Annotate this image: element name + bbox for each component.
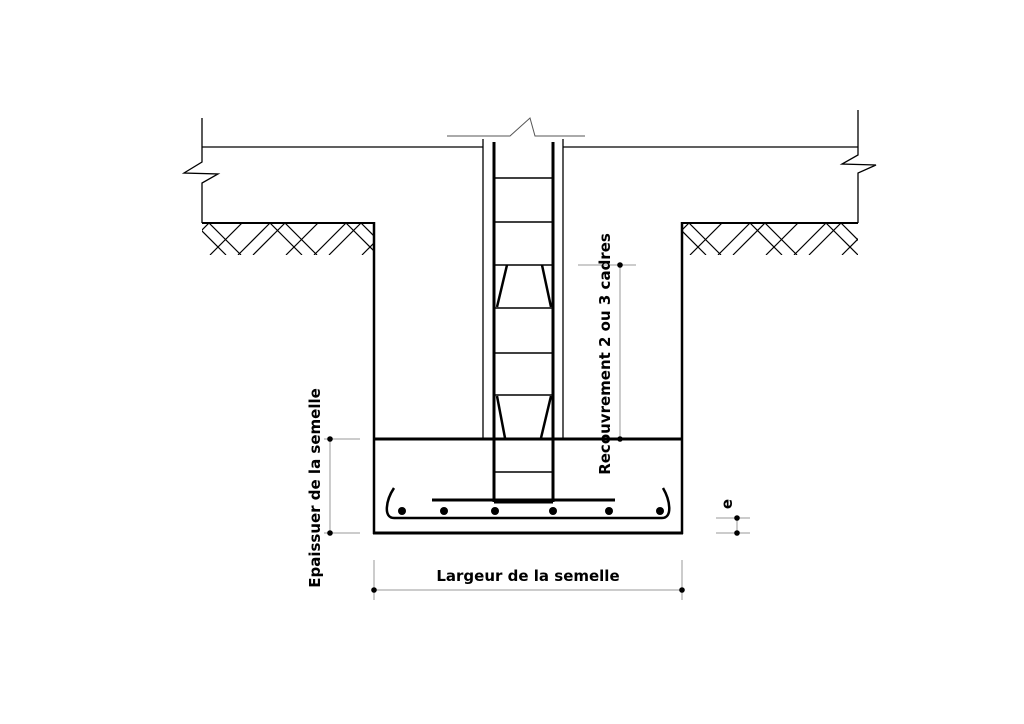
hatch-line [202,223,210,231]
thickness-label: Epaissuer de la semelle [306,388,324,588]
hatch-line [902,223,934,255]
hatch-line [422,223,454,255]
hatch-line [269,223,303,255]
hatch-line [437,223,469,255]
rebar-section [656,507,664,515]
hatch-line [825,223,858,255]
hatch-line [732,223,766,255]
hatch-line [209,223,243,255]
hatch-line [328,223,362,255]
hatch-line [237,223,271,255]
hatch-line [885,223,917,255]
rebar-section [491,507,499,515]
hatch-line [438,223,470,255]
bottom-rebar [385,487,671,520]
hatch-line [284,223,318,255]
soil-hatch-right [642,222,950,255]
hatch-line [917,223,949,255]
column [432,117,615,504]
overlap-label: Recouvrement 2 ou 3 cadres [596,233,614,475]
footing [372,222,684,535]
hatch-line [808,223,842,255]
hatch-line [202,230,227,255]
overlap-dimension: Recouvrement 2 ou 3 cadres [578,233,636,475]
hatch-line [749,223,783,255]
hatch-line [162,223,194,255]
hatch-line [682,223,690,231]
hatch-line [840,223,858,241]
hatch-line [793,223,827,255]
hatch-line [688,223,722,255]
hatch-line [360,223,374,237]
hatch-line [285,223,319,255]
cover-dimension: e [716,499,750,536]
hatch-line [764,223,798,255]
hatch-line [689,223,723,255]
rebar-section [549,507,557,515]
hatch-line [390,223,422,255]
soil-hatch-left [162,222,470,255]
hatch-line [642,223,674,255]
hatch-line [313,223,347,255]
hatch-line [682,230,707,255]
width-label: Largeur de la semelle [436,567,619,585]
rebar-section [605,507,613,515]
rebar-bars [398,507,664,515]
thickness-dimension: Epaissuer de la semelle [306,388,360,588]
hatch-line [918,223,950,255]
rebar-section [440,507,448,515]
hatch-line [208,223,242,255]
rebar-section [398,507,406,515]
hatch-line [717,223,751,255]
width-dimension: Largeur de la semelle [371,560,685,600]
hatch-line [405,223,437,255]
hatch-line [361,242,374,255]
hatch-line [252,223,286,255]
ground-surface [181,110,877,223]
hatch-line [870,223,902,255]
cover-label: e [718,499,736,509]
hatch-line [765,223,799,255]
hatch-line [345,223,374,252]
hatch-line [841,238,858,255]
